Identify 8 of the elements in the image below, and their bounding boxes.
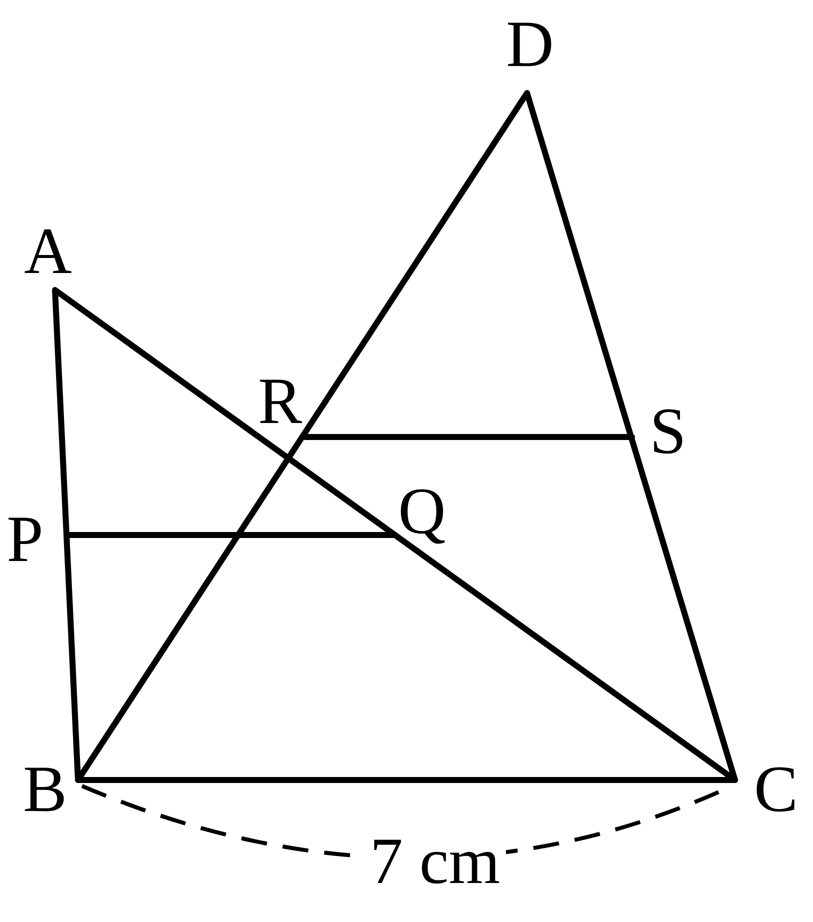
point-label: R bbox=[258, 369, 302, 435]
point-label: P bbox=[6, 507, 44, 573]
point-label: A bbox=[24, 219, 72, 285]
point-label: D bbox=[506, 12, 554, 78]
point-label: S bbox=[650, 399, 686, 465]
point-label: C bbox=[754, 757, 798, 823]
point-label: Q bbox=[398, 479, 446, 545]
point-label: B bbox=[22, 757, 68, 823]
